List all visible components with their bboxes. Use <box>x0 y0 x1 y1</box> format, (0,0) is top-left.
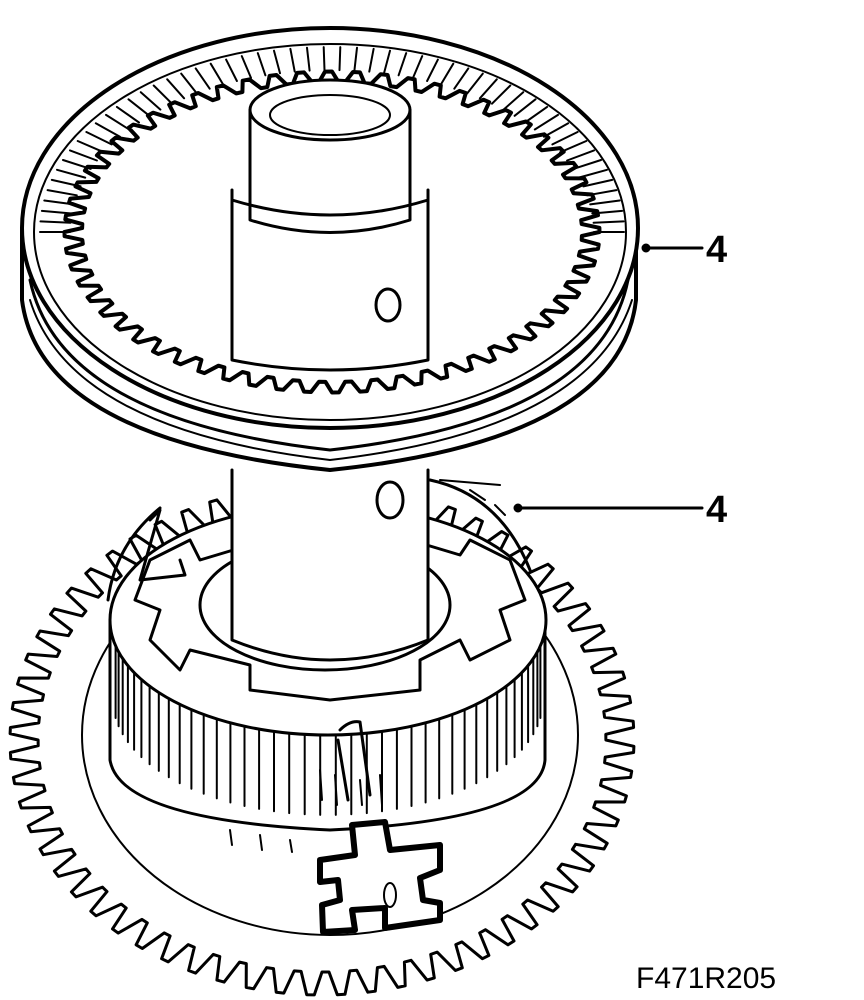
leader-dot-upper <box>641 243 651 253</box>
callout-label-upper: 4 <box>706 229 728 271</box>
shaft <box>230 468 430 662</box>
figure-code: F471R205 <box>636 962 777 995</box>
leader-dot-lower <box>513 503 523 513</box>
sleeve <box>230 78 430 372</box>
lock-plate <box>229 720 443 935</box>
callout-label-lower: 4 <box>706 489 728 531</box>
